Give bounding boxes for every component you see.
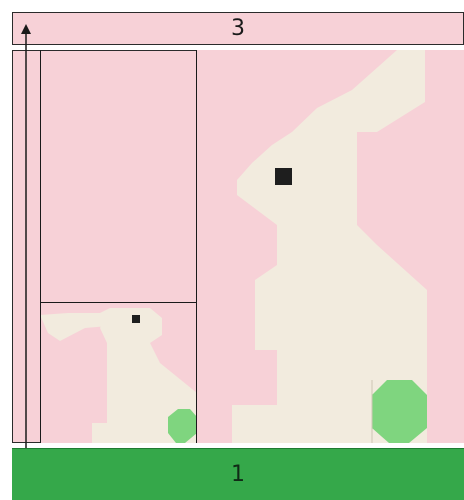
- horizontal-divider-line: [40, 302, 197, 303]
- top-counter-label: 3: [231, 16, 245, 41]
- bottom-counter-label: 1: [231, 462, 245, 487]
- bottom-counter-bar: 1: [12, 448, 464, 500]
- middle-divider-line: [196, 50, 197, 443]
- large-rabbit-egg: [372, 380, 427, 443]
- vertical-arrow: [16, 24, 36, 474]
- small-rabbit-eye: [132, 315, 140, 323]
- left-divider-line: [40, 50, 41, 443]
- small-rabbit-panel[interactable]: [40, 303, 197, 443]
- arrow-up-icon: [21, 24, 31, 34]
- large-rabbit-eye: [275, 168, 292, 185]
- top-counter-bar: 3: [12, 12, 464, 45]
- large-rabbit-panel[interactable]: [197, 50, 464, 443]
